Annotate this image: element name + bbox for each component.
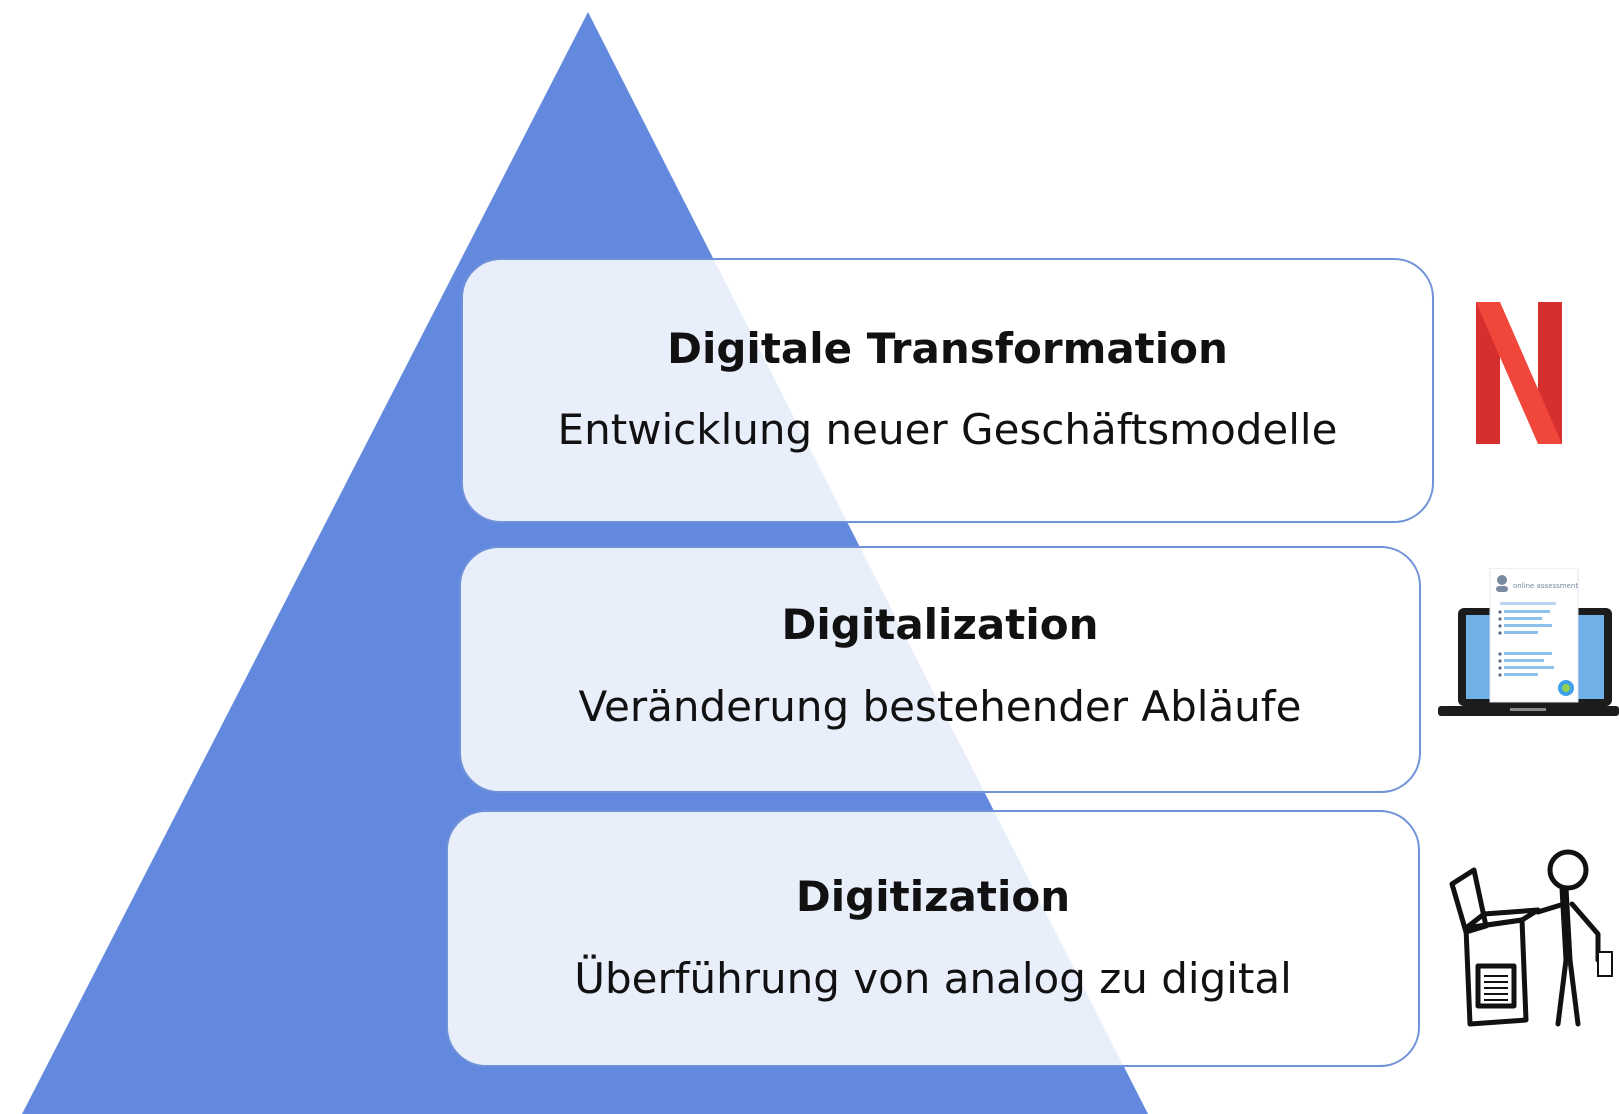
level-title: Digitization: [795, 872, 1071, 921]
laptop-online-assessment-icon: online assessment: [1438, 568, 1619, 716]
netflix-logo-icon: [1476, 302, 1562, 444]
level-description: Entwicklung neuer Geschäftsmodelle: [557, 405, 1338, 454]
level-title: Digitalization: [781, 600, 1099, 649]
person-scanner-icon: [1449, 849, 1613, 1027]
level-box-digitalization: Digitalization Veränderung bestehender A…: [459, 546, 1421, 793]
level-box-digital-transformation: Digitale Transformation Entwicklung neue…: [461, 258, 1434, 523]
level-description: Überführung von analog zu digital: [574, 954, 1292, 1003]
level-title: Digitale Transformation: [667, 324, 1228, 373]
online-assessment-label: online assessment: [1513, 582, 1578, 590]
level-box-digitization: Digitization Überführung von analog zu d…: [446, 810, 1420, 1067]
level-description: Veränderung bestehender Abläufe: [578, 682, 1302, 731]
